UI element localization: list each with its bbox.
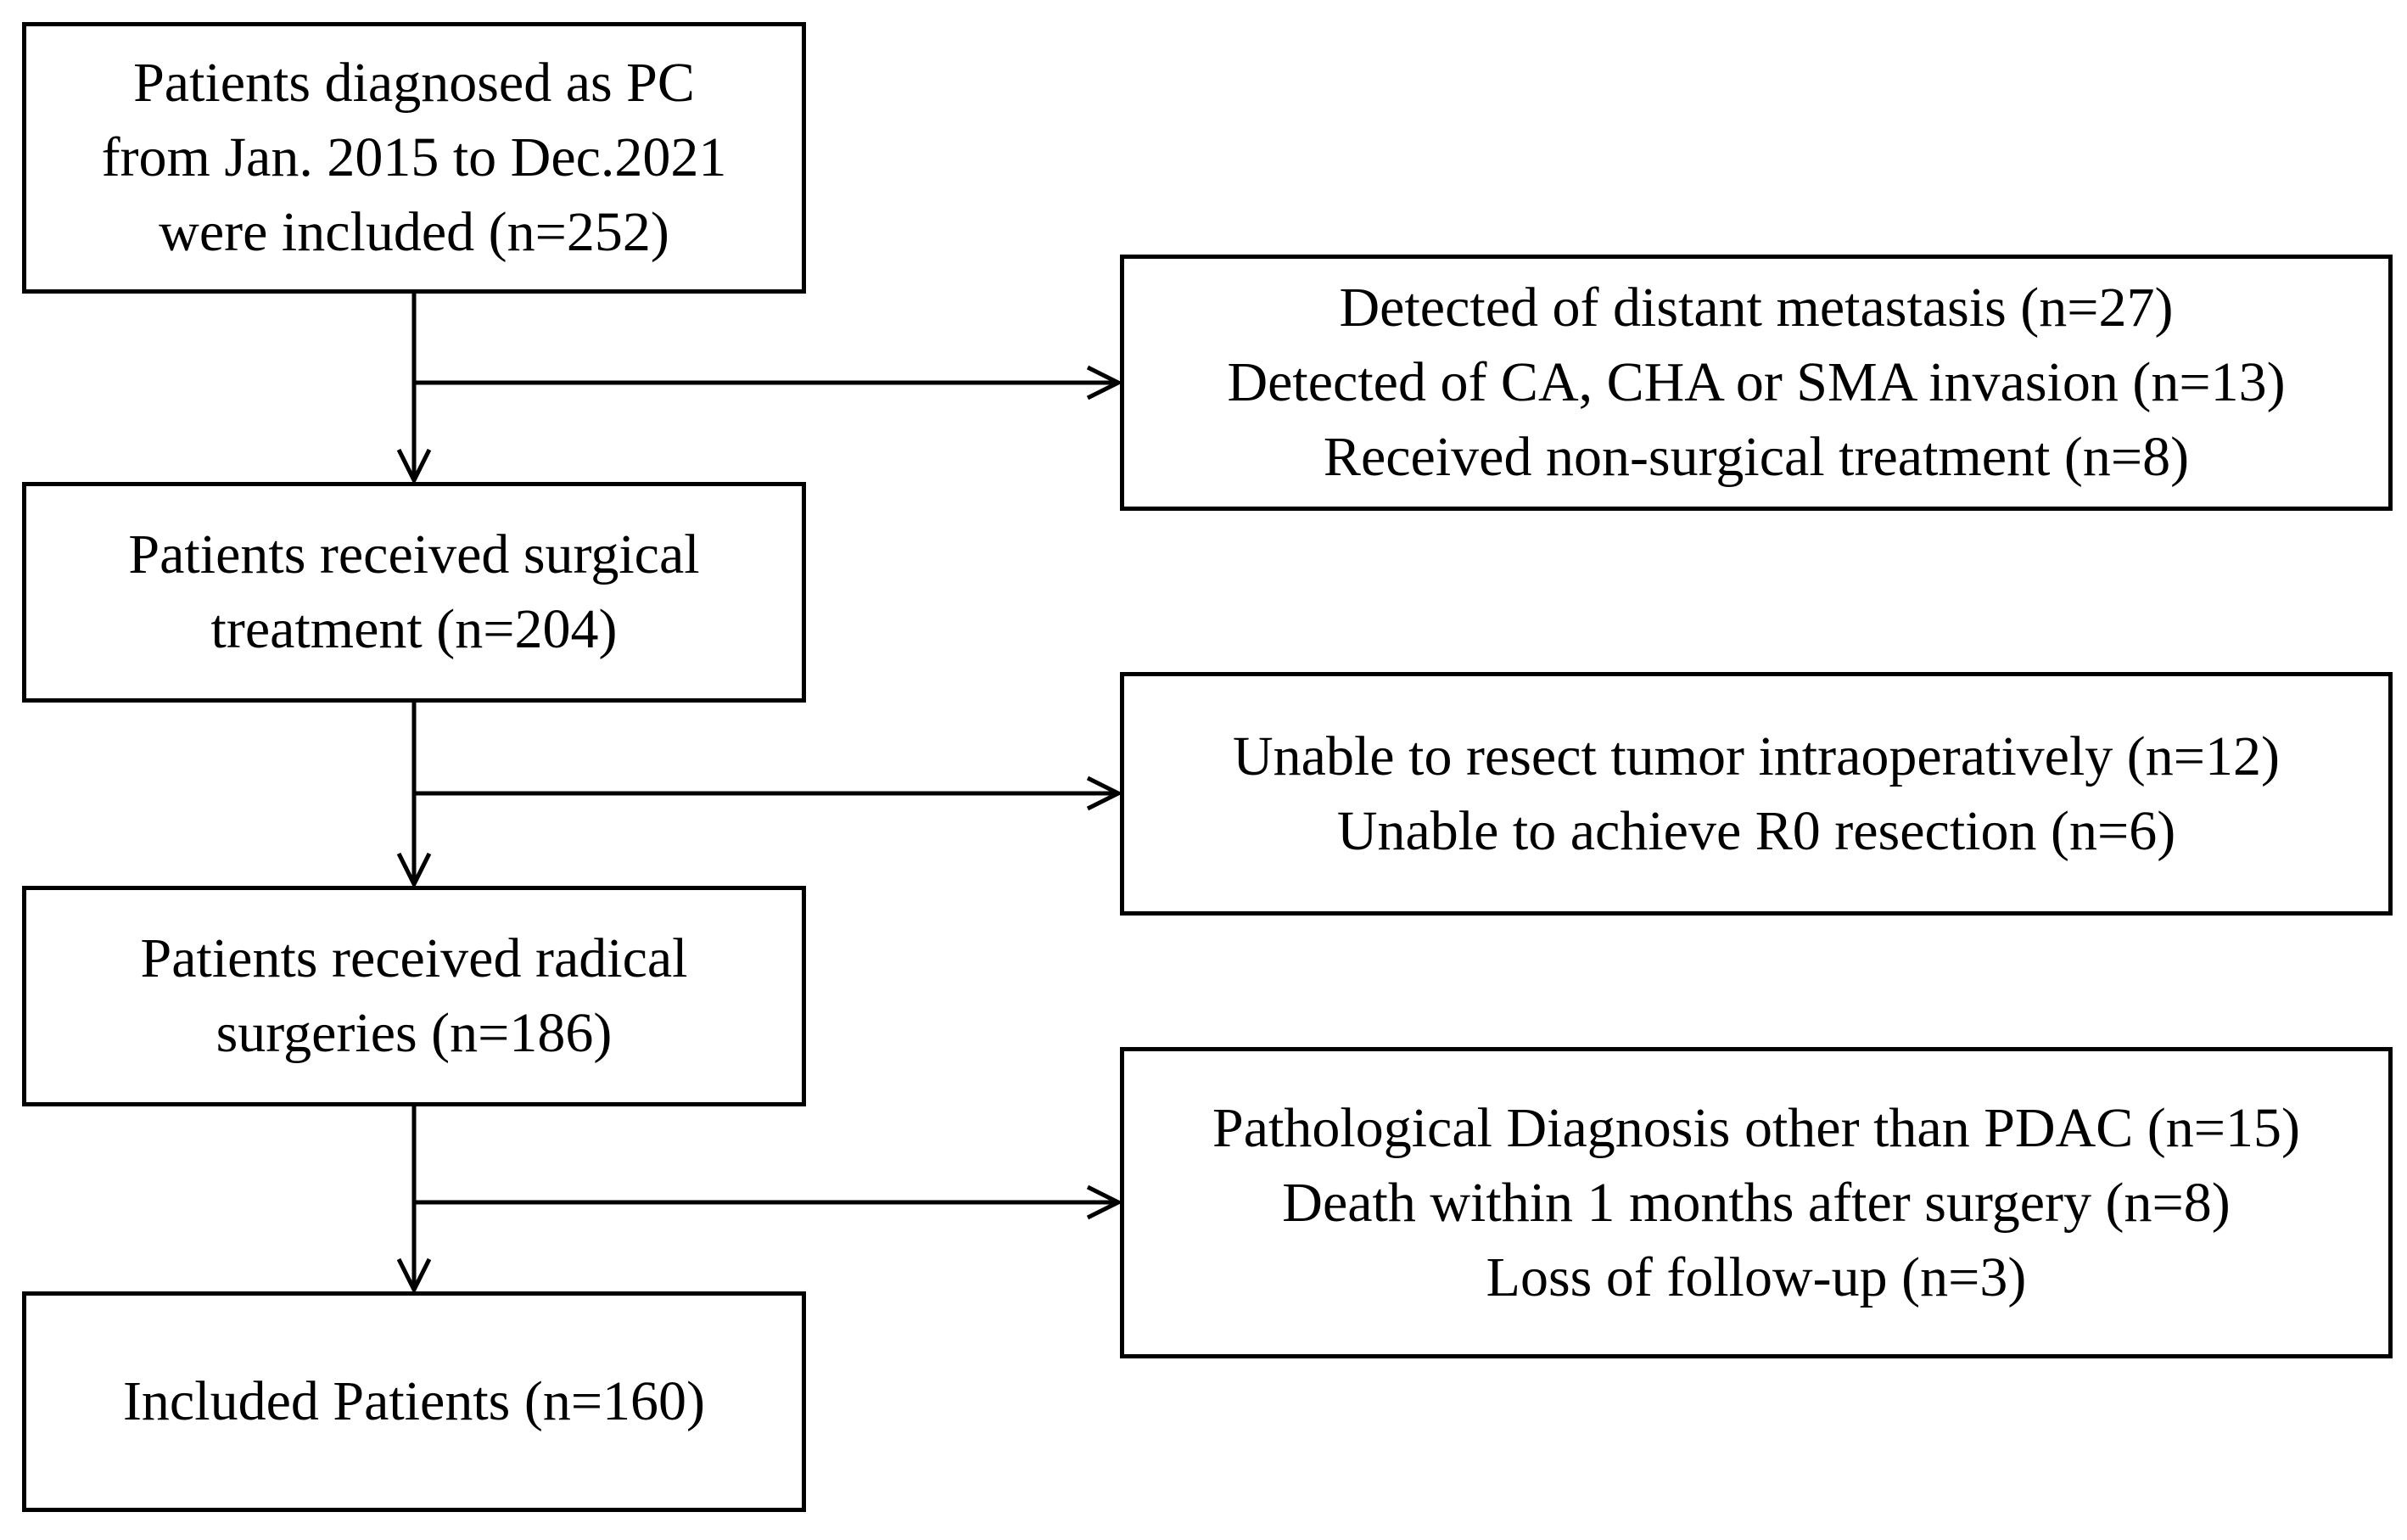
box-text-line: Patients diagnosed as PC [133,52,695,114]
box-text-line: Included Patients (n=160) [122,1370,706,1432]
box-text-line: were included (n=252) [159,201,669,263]
box-surgical-treatment: Patients received surgical treatment (n=… [22,482,806,703]
box-text-line: from Jan. 2015 to Dec.2021 [101,126,727,188]
box-text-line: surgeries (n=186) [216,1002,613,1064]
box-text-line: Patients received radical [140,927,688,989]
box-patients-diagnosed: Patients diagnosed as PC from Jan. 2015 … [22,22,806,294]
box-radical-surgeries: Patients received radical surgeries (n=1… [22,886,806,1106]
box-text-line: Loss of follow-up (n=3) [1486,1246,2027,1308]
arrowhead-main-1 [396,448,432,485]
arrowhead-exclusion-2 [1086,776,1123,811]
box-exclusion-postoperative: Pathological Diagnosis other than PDAC (… [1120,1047,2393,1358]
box-included-patients: Included Patients (n=160) [22,1291,806,1512]
box-text-line: Received non-surgical treatment (n=8) [1323,426,2190,488]
arrowhead-exclusion-3 [1086,1184,1123,1220]
box-exclusion-intraoperative: Unable to resect tumor intraoperatively … [1120,672,2393,916]
box-text-line: Patients received surgical [128,524,700,585]
box-text-line: Death within 1 months after surgery (n=8… [1282,1171,2231,1234]
arrowhead-exclusion-1 [1086,365,1123,400]
arrowhead-main-2 [396,852,432,889]
box-text-line: Detected of CA, CHA or SMA invasion (n=1… [1227,351,2286,413]
box-text-line: Detected of distant metastasis (n=27) [1339,277,2174,339]
box-text-line: treatment (n=204) [210,598,618,660]
arrowhead-main-3 [396,1257,432,1295]
box-text-line: Unable to achieve R0 resection (n=6) [1336,799,2176,862]
box-text-line: Unable to resect tumor intraoperatively … [1233,725,2280,787]
box-text-line: Pathological Diagnosis other than PDAC (… [1212,1096,2300,1159]
box-exclusion-preoperative: Detected of distant metastasis (n=27) De… [1120,255,2393,511]
